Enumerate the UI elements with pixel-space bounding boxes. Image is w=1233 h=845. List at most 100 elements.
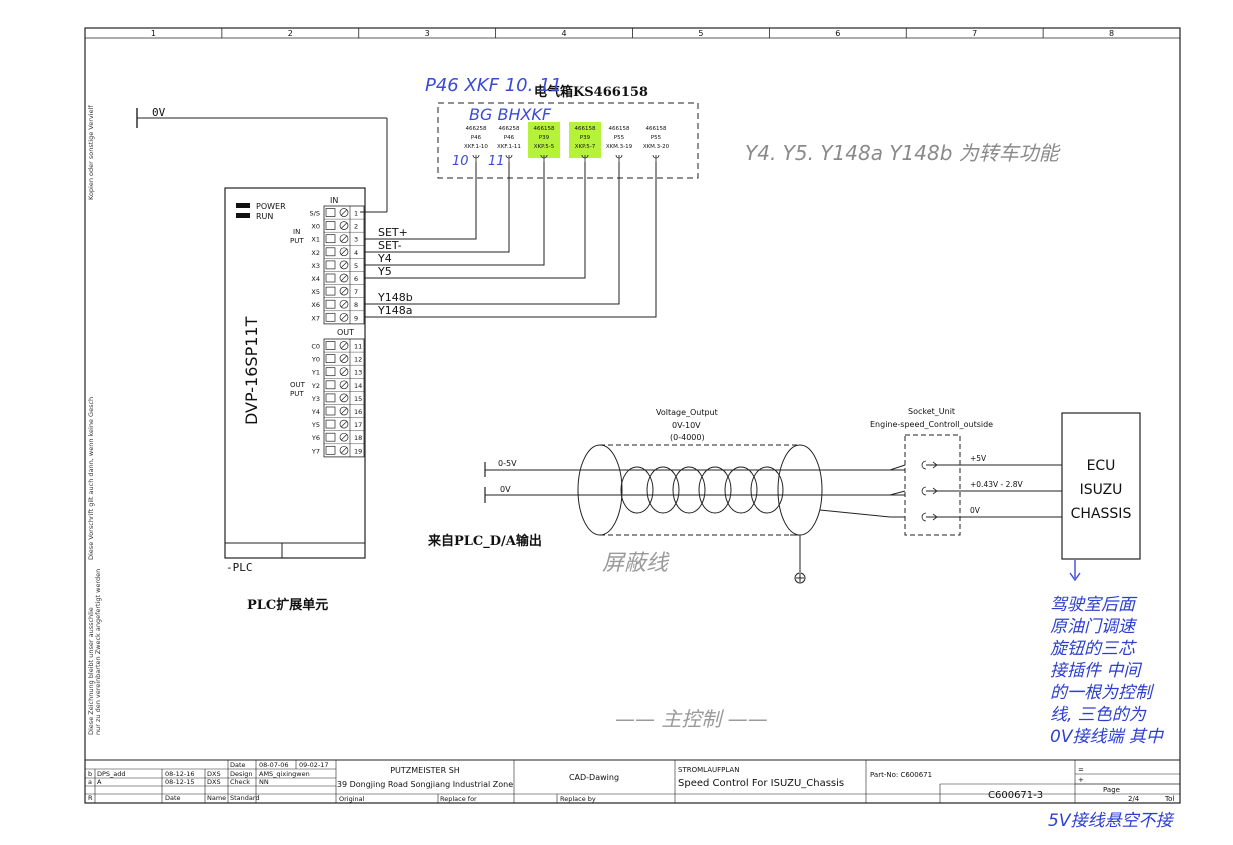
analog-range2: (0-4000) (670, 433, 705, 442)
rev-a-date: 08-12-15 (165, 778, 195, 786)
plc-io-name: X5 (311, 288, 320, 296)
ecu-note-line: 接插件 中间 (1050, 661, 1142, 681)
plc-screw (339, 260, 349, 270)
plc-io-name: X0 (311, 223, 320, 231)
socket-pin (921, 460, 927, 470)
rev-a-by: DXS (207, 778, 221, 786)
tb-date1: 08-07-06 (259, 761, 289, 769)
title-block (85, 759, 1180, 803)
tb-drawing-title: Speed Control For ISUZU_Chassis (678, 778, 844, 789)
ecu-note-line: 的一根为控制 (1050, 683, 1155, 703)
plc-terminal-number: 1 (354, 210, 358, 218)
tb-plan: STROMLAUFPLAN (678, 766, 739, 774)
tb-plus: + (1078, 776, 1084, 784)
plc-terminal-number: 14 (354, 382, 362, 390)
plc-out-label-2: PUT (290, 390, 304, 398)
signal-wire-label: Y148b (377, 291, 413, 304)
plc-io-name: C0 (311, 343, 320, 351)
plc-terminal-number: 19 (354, 447, 362, 455)
rev-b-desc: DPS_add (97, 770, 126, 778)
tb-cad: CAD-Dawing (569, 773, 619, 782)
column-number: 5 (698, 29, 703, 38)
tb-part-no: Part-No: C600671 (870, 771, 932, 779)
twisted-pair-loops (620, 466, 784, 514)
socket-box (904, 434, 961, 536)
handwriting-n11: 11 (488, 154, 505, 169)
signal-wire (364, 162, 586, 279)
plc-in-header: IN (330, 196, 338, 205)
plc-screw (339, 299, 349, 309)
tb-company: PUTZMEISTER SH (390, 766, 460, 775)
plc-io-name: X2 (311, 249, 320, 257)
column-number: 6 (835, 29, 840, 38)
terminal-id: XKM.3-19 (606, 144, 633, 150)
margin-text-bottom1: Diese Zeichnung bleibt unser ausschlie (87, 607, 95, 735)
plc-terminal-number: 12 (354, 356, 362, 364)
plc-screw (339, 221, 349, 230)
socket-pin (921, 486, 927, 496)
twist-loop (620, 466, 654, 514)
terminal-id: XKP.5-7 (575, 144, 596, 150)
tb-page: 2/4 (1128, 795, 1140, 803)
handwriting-bg: BG BHXKF (469, 105, 552, 124)
power-label: POWER (256, 202, 286, 211)
plc-io-box (325, 260, 336, 270)
plc-io-box (325, 234, 336, 244)
ecu-note-line: 5V接线悬空不接 (1048, 811, 1174, 831)
plc-terminal-number: 18 (354, 434, 362, 442)
tb-total: Tol (1164, 795, 1174, 803)
plc-io-box (325, 380, 336, 390)
shield-end-left (577, 444, 623, 536)
terminal-code: 466258 (466, 126, 487, 132)
terminal-code: 466158 (609, 126, 630, 132)
plc-terminal-number: 15 (354, 395, 362, 403)
terminal-page: P39 (539, 135, 550, 141)
signal-wire-label: SET+ (378, 226, 408, 239)
plc-screw (339, 341, 349, 350)
plc-io-name: Y3 (311, 395, 320, 403)
plc-io-box (325, 354, 336, 363)
plc-io-box (325, 286, 336, 296)
plc-terminal-number: 17 (354, 421, 362, 429)
column-number: 3 (425, 29, 430, 38)
margin-text-top: Kopien oder sonstige Vervielf (87, 105, 95, 200)
plc-terminal-number: 5 (354, 262, 358, 270)
tb-date-label: Date (230, 761, 246, 769)
plc-in-label-1: IN (293, 228, 300, 236)
plc-io-box (325, 341, 336, 350)
tb-design-label: Design (230, 770, 252, 778)
plc-io-name: X7 (311, 314, 320, 322)
plc-screw (339, 312, 349, 322)
plc-io-box (325, 221, 336, 230)
plc-screw (339, 367, 349, 377)
plc-terminal-number: 8 (354, 301, 358, 309)
revision-rows: b DPS_add 08-12-16 DXS a A 08-12-15 DXS … (88, 770, 226, 802)
column-number: 4 (562, 29, 567, 38)
terminal-highlight (528, 122, 560, 158)
twist-loop (750, 466, 784, 514)
terminal-page: P39 (580, 135, 591, 141)
analog-title: Voltage_Output (656, 408, 718, 417)
signal-wire-label: Y148a (377, 304, 412, 317)
ecu-line3: CHASSIS (1071, 506, 1132, 522)
plc-io-name: X1 (311, 236, 320, 244)
power-led (236, 203, 250, 208)
plc-screw (339, 393, 349, 403)
terminal-code: 466158 (575, 126, 596, 132)
plc-screw (339, 380, 349, 390)
plc-terminal-number: 4 (354, 249, 358, 257)
terminal-page: P46 (471, 135, 482, 141)
margin-text-mid: Diese Vorschrift gilt auch dann, wenn ke… (87, 397, 95, 560)
plc-io-box (325, 208, 336, 217)
plc-io-box (325, 393, 336, 403)
plc-io-name: Y5 (311, 421, 320, 429)
analog-in-lo: 0V (500, 485, 511, 494)
plc-screw (339, 247, 349, 257)
plc-screw (339, 234, 349, 244)
cabinet-title: 电气箱KS466158 (534, 84, 648, 100)
signal-wire-label: Y4 (377, 252, 392, 265)
